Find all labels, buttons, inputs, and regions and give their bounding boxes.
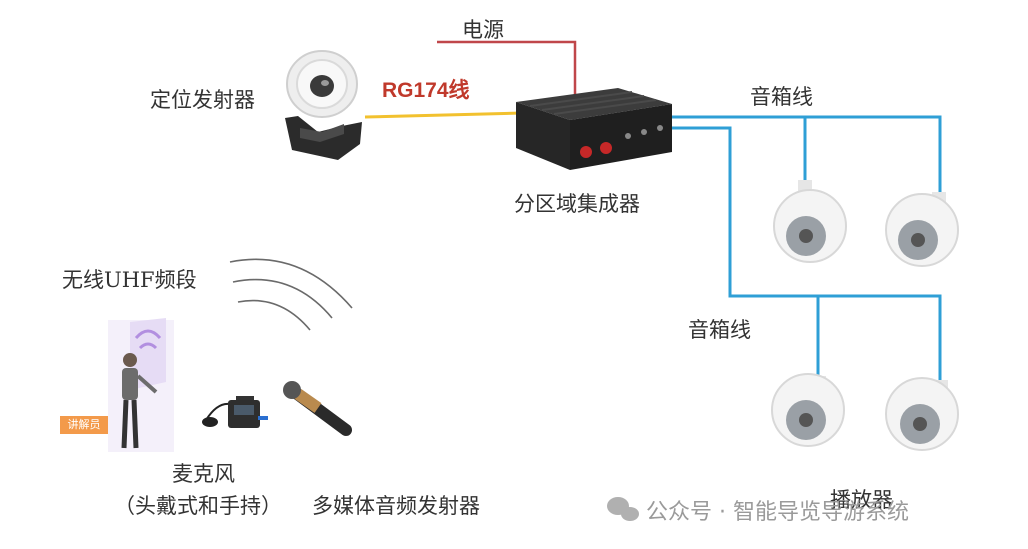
integrator-label: 分区域集成器 — [514, 192, 640, 216]
power-label: 电源 — [462, 18, 504, 42]
locator-label: 定位发射器 — [150, 88, 255, 112]
rg174-cable — [364, 111, 523, 119]
speaker-cables — [672, 115, 942, 382]
power-cable — [437, 40, 577, 96]
ceiling-speaker-icon — [771, 373, 845, 447]
mic-label: 麦克风 — [172, 462, 235, 486]
wireless-waves-icon — [229, 258, 353, 331]
speaker-wire-mid-label: 音箱线 — [688, 318, 751, 342]
beltpack-transmitter-icon — [202, 396, 268, 428]
locator-transmitter-icon — [285, 50, 362, 160]
speaker-wire-top-label: 音箱线 — [750, 85, 813, 109]
handheld-mic-icon — [283, 381, 352, 436]
multimedia-label: 多媒体音频发射器 — [312, 494, 480, 518]
rg174-label: RG174线 — [382, 79, 470, 102]
zone-integrator-icon — [516, 88, 672, 170]
ceiling-speaker-icon — [885, 192, 959, 267]
player-label: 播放器 — [830, 488, 893, 512]
uhf-label: 无线UHF频段 — [62, 268, 197, 292]
ceiling-speaker-icon — [885, 377, 959, 451]
mic-sub-label: （头戴式和手持） — [114, 494, 282, 518]
wechat-icon — [607, 497, 639, 521]
ceiling-speaker-icon — [773, 180, 847, 263]
presenter-figure-icon — [108, 318, 174, 452]
guide-badge: 讲解员 — [60, 416, 108, 434]
watermark: 公众号 · 智能导览导游系统 — [646, 500, 909, 525]
